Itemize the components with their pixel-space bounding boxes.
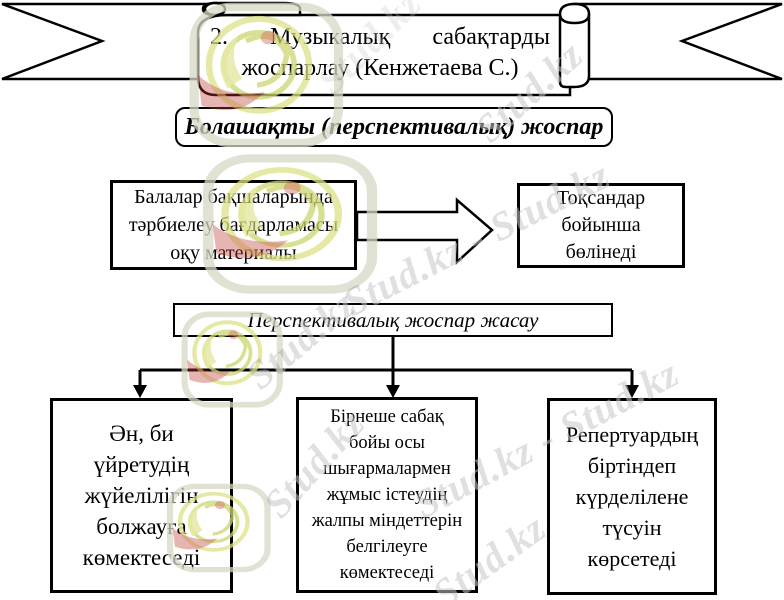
subtitle-box: Болашақты (перспективалық) жоспар — [175, 107, 613, 147]
block-arrow — [355, 197, 494, 265]
arrowhead-right — [625, 385, 639, 398]
plan-box: Перспективалық жоспар жасау — [173, 303, 613, 337]
text-line: Репертуардың — [565, 422, 699, 447]
arrowhead-left — [133, 385, 147, 398]
text-line: бойынша — [561, 214, 641, 236]
text-line: бойы осы — [349, 433, 425, 453]
text-line: жалпы міндеттерін — [311, 511, 463, 531]
text-line: Балалар бақшаларында — [134, 186, 333, 208]
banner-title-line2: жоспарлау (Кенжетаева С.) — [241, 55, 519, 81]
text-line: жүйелілігін — [84, 483, 199, 508]
outcome-box-3: Репертуардың біртіндеп күрделілене түсуін кө… — [547, 398, 717, 595]
connector-lines — [138, 337, 634, 387]
banner-title-line1: 2. Музыкалық сабақтарды — [206, 22, 554, 53]
text-line: Тоқсандар — [556, 187, 646, 209]
text-line: Ән, би — [109, 421, 174, 446]
banner-title: 2. Музыкалық сабақтарды жоспарлау (Кенже… — [206, 22, 554, 86]
text-line: болжауға — [96, 514, 187, 539]
plan-box-text: Перспективалық жоспар жасау — [247, 307, 539, 332]
scroll-left-curl-cap — [203, 1, 227, 17]
text-line: күрделілене — [575, 484, 689, 509]
outcome-box-1: Ән, би үйретудің жүйелілігін болжауға көмект… — [50, 398, 233, 593]
text-line: оқу материалы — [170, 242, 297, 264]
banner-item-number: 2. — [210, 24, 228, 50]
text-line: белгілеуге — [346, 537, 428, 557]
text-line: Бірнеше сабақ — [330, 407, 444, 427]
result-box: Тоқсандар бойынша бөлінеді — [517, 183, 685, 268]
outcome-box-2: Бірнеше сабақ бойы осы шығармалармен жұмыс … — [296, 397, 478, 593]
arrowhead-middle — [386, 385, 400, 398]
banner-title-word2: сабақтарды — [432, 24, 550, 50]
ribbon-left-tail — [1, 2, 212, 81]
subtitle-text: Болашақты (перспективалық) жоспар — [184, 113, 604, 140]
ribbon-right-tail — [572, 2, 783, 81]
text-line: көмектеседі — [82, 545, 201, 570]
text-line: бөлінеді — [565, 241, 637, 263]
scroll-right-roll-cap — [558, 13, 591, 25]
text-line: жұмыс істеудің — [326, 485, 448, 505]
text-line: көрсетеді — [587, 546, 677, 571]
text-line: біртіндеп — [587, 453, 677, 478]
scroll-right-roll — [558, 2, 591, 89]
text-line: түсуін — [602, 515, 662, 540]
text-line: шығармалармен — [323, 459, 451, 479]
banner-title-word1: Музыкалық — [270, 24, 391, 50]
text-line: тәрбиелеу бағдарламасы — [128, 214, 339, 236]
text-line: көмектеседі — [339, 563, 435, 583]
source-box: Балалар бақшаларында тәрбиелеу бағдарлама… — [110, 180, 357, 270]
text-line: үйретудің — [93, 452, 190, 477]
